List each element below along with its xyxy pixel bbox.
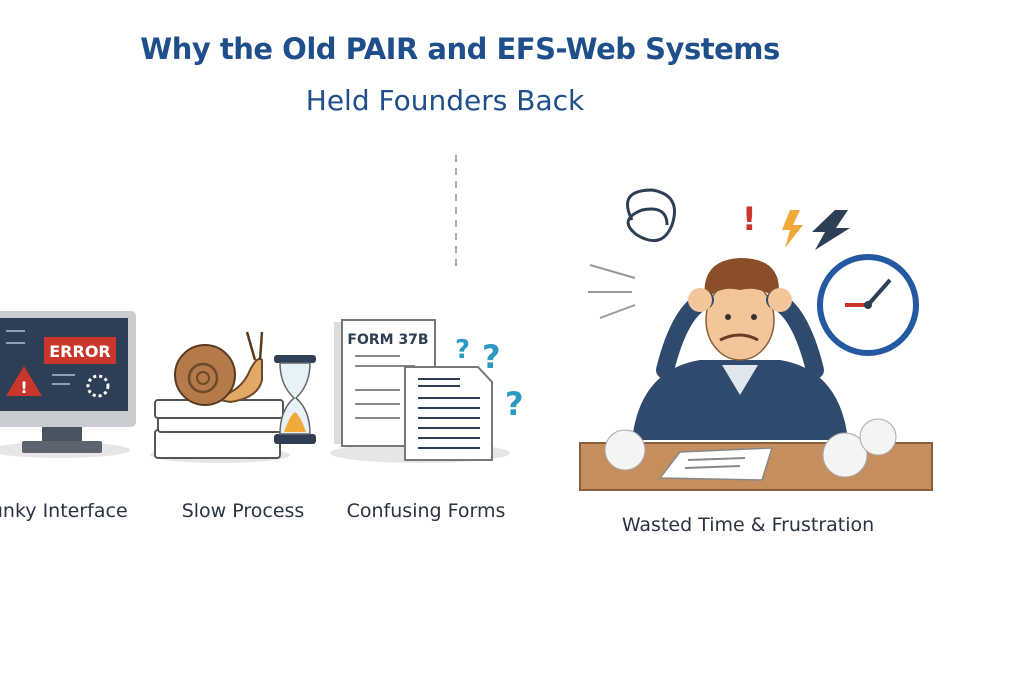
svg-text:?: ?: [505, 385, 524, 423]
svg-text:?: ?: [482, 338, 501, 376]
monitor-error-icon: ERROR !: [0, 311, 136, 458]
svg-text:?: ?: [455, 335, 470, 365]
label-slow-process: Slow Process: [182, 500, 305, 522]
snail-hourglass-icon: [150, 332, 316, 463]
forms-question-icon: FORM 37B ? ? ?: [330, 320, 524, 463]
svg-text:!: !: [20, 378, 27, 397]
svg-text:!: !: [742, 200, 757, 238]
frustrated-person-icon: !: [580, 190, 932, 490]
label-clunky-interface: Clunky Interface: [0, 500, 128, 522]
form-title: FORM 37B: [347, 332, 428, 348]
label-confusing-forms: Confusing Forms: [347, 500, 506, 522]
error-text: ERROR: [49, 342, 111, 361]
label-wasted-time: Wasted Time & Frustration: [622, 514, 874, 536]
